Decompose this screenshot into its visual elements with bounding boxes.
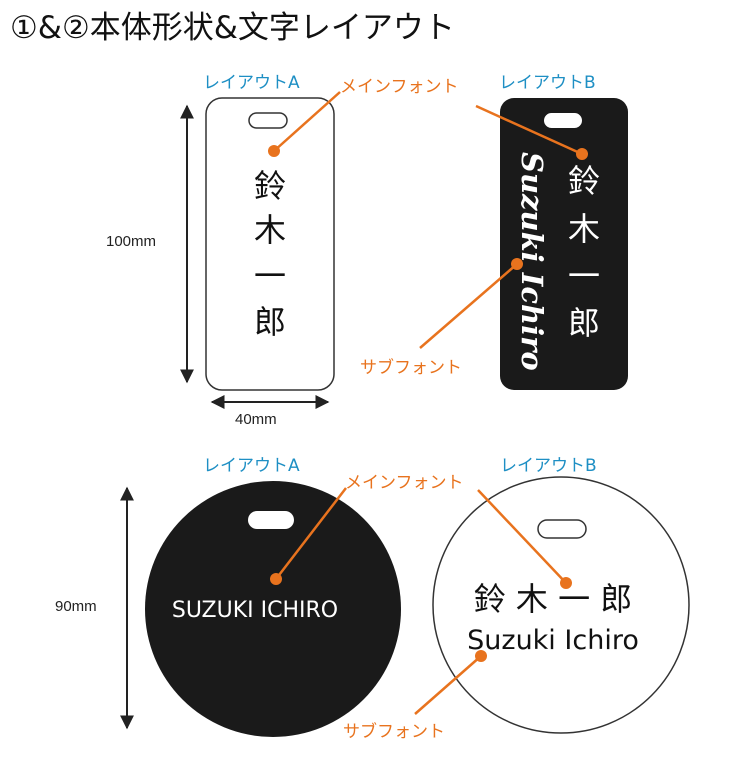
rect-tag-b: 鈴 木 一 郎 Suzuki Ichiro xyxy=(500,98,628,390)
page-title: ①&②本体形状&文字レイアウト xyxy=(10,10,455,46)
callout-dot-main-round-a xyxy=(270,573,282,585)
callout-main-round-b xyxy=(477,489,567,584)
rect-tag-b-kanji-3: 一 xyxy=(568,257,600,295)
rect-height-label: 100mm xyxy=(106,233,156,250)
layout-a-label-bottom: レイアウトA xyxy=(203,456,300,476)
round-tag-b-roman-regular: Suzuki Ichiro xyxy=(467,625,639,656)
round-tag-a: SUZUKI ICHIRO xyxy=(145,481,401,737)
rect-tag-b-kanji-1: 鈴 xyxy=(568,162,600,200)
rect-tag-a-kanji-1: 鈴 xyxy=(254,167,286,205)
callout-dot-main-round-b xyxy=(560,577,572,589)
rect-tag-b-body xyxy=(500,98,628,390)
sub-font-label-top: サブフォント xyxy=(360,357,462,378)
callout-dot-sub-rect-b xyxy=(511,258,523,270)
sub-font-label-bottom: サブフォント xyxy=(343,721,445,742)
round-tag-b-kanji-line: 鈴 木 一 郎 xyxy=(474,580,633,618)
main-font-label-top: メインフォント xyxy=(340,77,459,97)
rect-tag-b-kanji-4: 郎 xyxy=(568,304,600,342)
round-tag-b: 鈴 木 一 郎 Suzuki Ichiro xyxy=(432,476,690,734)
circle-diameter-label: 90mm xyxy=(55,598,97,615)
rect-tag-a-kanji-4: 郎 xyxy=(254,303,286,341)
callout-dot-main-rect-a xyxy=(268,145,280,157)
callout-main-rect-b xyxy=(475,104,583,156)
rect-tag-a: 鈴 木 一 郎 xyxy=(205,97,335,391)
callout-main-round-a xyxy=(275,487,347,580)
round-tag-b-hole xyxy=(537,519,587,539)
rect-width-label: 40mm xyxy=(235,411,277,428)
rect-tag-b-hole xyxy=(544,113,582,128)
rect-tag-a-kanji-2: 木 xyxy=(254,211,286,249)
layout-a-label-top: レイアウトA xyxy=(203,73,300,93)
callout-dot-main-rect-b xyxy=(576,148,588,160)
main-font-label-bottom: メインフォント xyxy=(345,473,464,493)
round-tag-a-hole xyxy=(248,511,294,529)
callout-dot-sub-round-b xyxy=(475,650,487,662)
rect-tag-a-hole xyxy=(248,112,288,129)
rect-tag-a-kanji-3: 一 xyxy=(254,257,286,295)
round-tag-b-body xyxy=(432,476,690,734)
callout-sub-rect-b xyxy=(419,263,518,349)
callout-main-rect-a xyxy=(273,91,341,152)
layout-b-label-bottom: レイアウトB xyxy=(500,456,597,476)
rect-tag-b-kanji-2: 木 xyxy=(568,210,600,248)
layout-b-label-top: レイアウトB xyxy=(499,73,596,93)
round-tag-a-body xyxy=(145,481,401,737)
round-tag-a-roman-upper: SUZUKI ICHIRO xyxy=(172,598,338,623)
rect-tag-a-body xyxy=(205,97,335,391)
callout-sub-round-b xyxy=(414,655,482,715)
